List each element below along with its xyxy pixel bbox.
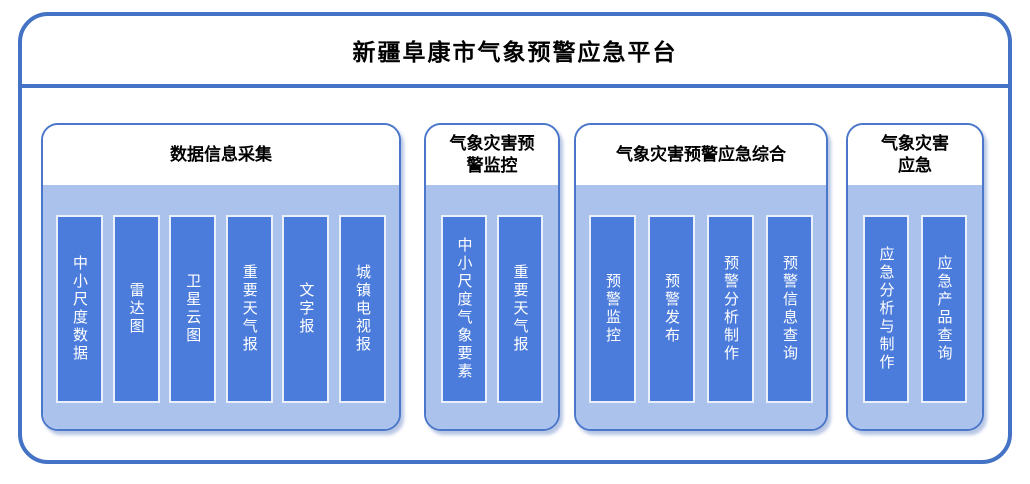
section-body: 中小尺度数据雷达图卫星云图重要天气报文字报城镇电视报 xyxy=(43,185,399,429)
module-box: 预警监控 xyxy=(589,215,636,403)
page-title: 新疆阜康市气象预警应急平台 xyxy=(22,16,1008,88)
page-title-text: 新疆阜康市气象预警应急平台 xyxy=(352,39,678,65)
module-box: 应急产品查询 xyxy=(921,215,967,403)
section-header: 气象灾害应急 xyxy=(848,125,982,185)
section-title: 气象灾害预警监控 xyxy=(449,133,535,175)
module-box: 应急分析与制作 xyxy=(863,215,909,403)
module-box: 卫星云图 xyxy=(169,215,217,403)
section-header: 气象灾害预警监控 xyxy=(426,125,558,185)
section-body: 中小尺度气象要素重要天气报 xyxy=(426,185,558,429)
section-title: 气象灾害应急 xyxy=(881,133,949,175)
module-box: 中小尺度气象要素 xyxy=(441,215,487,403)
section-disaster-emergency: 气象灾害应急 应急分析与制作应急产品查询 xyxy=(846,123,984,431)
module-box: 预警分析制作 xyxy=(707,215,754,403)
section-title: 数据信息采集 xyxy=(170,144,272,164)
module-box: 重要天气报 xyxy=(497,215,543,403)
module-box: 城镇电视报 xyxy=(338,215,386,403)
module-box: 文字报 xyxy=(282,215,330,403)
platform-frame: 新疆阜康市气象预警应急平台 数据信息采集 中小尺度数据雷达图卫星云图重要天气报文… xyxy=(18,12,1012,464)
section-header: 气象灾害预警应急综合 xyxy=(576,125,826,185)
section-warning-emergency-comprehensive: 气象灾害预警应急综合 预警监控预警发布预警分析制作预警信息查询 xyxy=(574,123,828,431)
section-body: 预警监控预警发布预警分析制作预警信息查询 xyxy=(576,185,826,429)
module-box: 重要天气报 xyxy=(225,215,273,403)
section-warning-monitoring: 气象灾害预警监控 中小尺度气象要素重要天气报 xyxy=(424,123,560,431)
section-title: 气象灾害预警应急综合 xyxy=(616,144,786,164)
module-box: 预警信息查询 xyxy=(766,215,813,403)
module-box: 预警发布 xyxy=(648,215,695,403)
module-box: 雷达图 xyxy=(112,215,160,403)
section-body: 应急分析与制作应急产品查询 xyxy=(848,185,982,429)
section-data-collection: 数据信息采集 中小尺度数据雷达图卫星云图重要天气报文字报城镇电视报 xyxy=(41,123,401,431)
module-box: 中小尺度数据 xyxy=(56,215,103,403)
section-header: 数据信息采集 xyxy=(43,125,399,185)
